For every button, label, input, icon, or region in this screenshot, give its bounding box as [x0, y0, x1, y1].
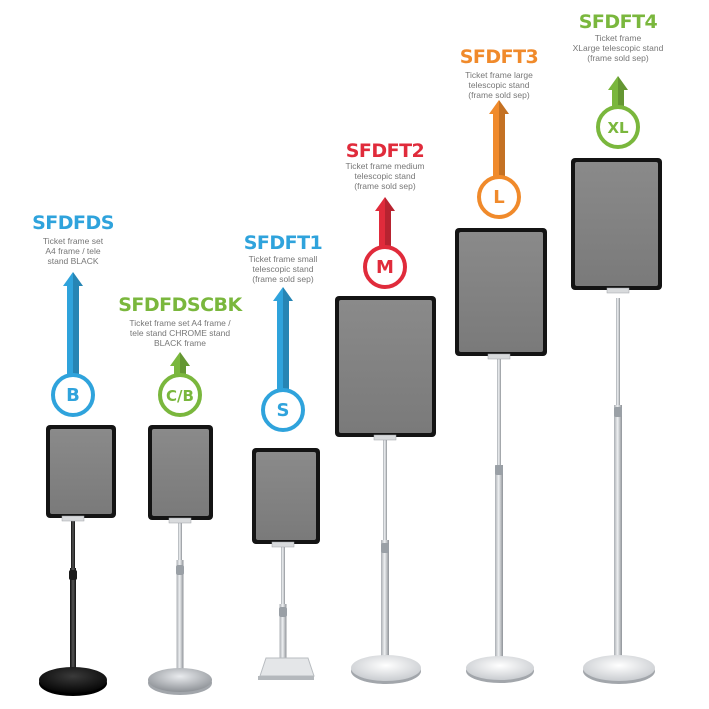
telescopic-pole [495, 356, 503, 668]
size-badge: M [363, 245, 407, 289]
description-line: XLarge telescopic stand [572, 43, 664, 53]
telescopic-pole [279, 544, 287, 668]
size-badge: S [261, 388, 305, 432]
stand-sfdft1: S [252, 287, 320, 680]
stand-base [148, 668, 212, 695]
size-arrow [375, 197, 395, 253]
description-line: telescopic stand [354, 171, 416, 181]
product-code: SFDFT1 [243, 232, 323, 254]
size-badge-label: C/B [166, 387, 194, 405]
size-arrow [273, 287, 293, 396]
product-description: Ticket frame set A4 frame /tele stand CH… [115, 318, 245, 348]
size-badge: XL [596, 105, 640, 149]
product-code: SFDFT3 [459, 46, 539, 68]
stand-sfdft2: M [335, 197, 436, 684]
description-line: telescopic stand [252, 264, 314, 274]
size-badge-label: L [493, 187, 504, 208]
ticket-frame [335, 296, 436, 441]
product-code: SFDFDSCBK [118, 294, 242, 316]
description-line: (frame sold sep) [252, 274, 314, 284]
description-line: tele stand CHROME stand [129, 328, 231, 338]
description-line: A4 frame / tele [45, 246, 101, 256]
size-badge-label: M [376, 257, 394, 278]
ticket-frame [148, 425, 213, 524]
stand-sfdfds: B [39, 272, 116, 696]
description-line: (frame sold sep) [354, 181, 416, 191]
telescopic-pole [69, 518, 77, 680]
stand-base [39, 667, 107, 696]
description-line: Ticket frame small [248, 254, 318, 264]
description-line: Ticket frame [594, 33, 642, 43]
size-badge: L [477, 175, 521, 219]
ticket-frame [455, 228, 547, 360]
description-line: Ticket frame medium [345, 161, 425, 171]
stand-base [466, 656, 534, 683]
telescopic-pole [614, 298, 622, 668]
ticket-frame [46, 425, 116, 522]
size-arrow [63, 272, 83, 381]
stand-base [583, 655, 655, 684]
product-code: SFDFDS [32, 212, 114, 234]
size-badge-label: S [277, 400, 290, 421]
size-badge-label: B [66, 385, 80, 406]
description-line: (frame sold sep) [468, 90, 530, 100]
size-arrow [489, 100, 509, 183]
description-line: BLACK frame [154, 338, 206, 348]
stand-sfdft4: XL [571, 76, 662, 684]
stand-sfdfdscbk: C/B [148, 352, 213, 695]
telescopic-pole [176, 520, 184, 680]
description-line: stand BLACK [47, 256, 99, 266]
size-badge-label: XL [607, 119, 629, 137]
product-code: SFDFT4 [578, 11, 658, 33]
stand-sfdft3: L [455, 100, 547, 683]
description-line: Ticket frame large [465, 70, 533, 80]
description-line: Ticket frame set A4 frame / [129, 318, 231, 328]
description-line: telescopic stand [468, 80, 530, 90]
product-code: SFDFT2 [345, 140, 425, 162]
description-line: Ticket frame set [42, 236, 104, 246]
stand-base [258, 657, 315, 680]
telescopic-pole [381, 437, 389, 668]
size-badge: B [51, 373, 95, 417]
stand-base [351, 655, 421, 684]
size-badge: C/B [158, 373, 202, 417]
description-line: (frame sold sep) [587, 53, 649, 63]
ticket-frame [252, 448, 320, 548]
ticket-frame [571, 158, 662, 294]
